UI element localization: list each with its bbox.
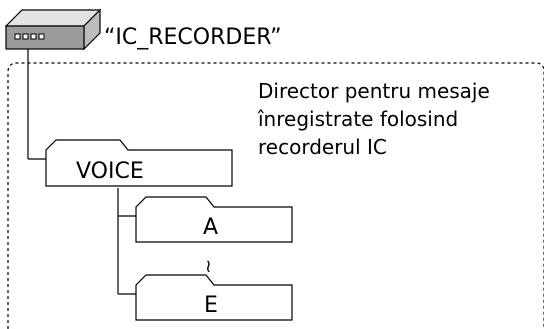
- ic-recorder-device-icon: [4, 8, 102, 51]
- device-port-icons: [14, 33, 45, 40]
- tree-connectors: [27, 49, 140, 295]
- folder-e-label: E: [204, 293, 218, 318]
- directory-note: Director pentru mesaje înregistrate folo…: [257, 79, 490, 159]
- folder-voice-label: VOICE: [76, 159, 144, 184]
- folder-a-label: A: [203, 215, 218, 240]
- device-label: “IC_RECORDER”: [104, 25, 282, 50]
- folder-range-indicator: ≀: [205, 256, 212, 277]
- note-line-2: înregistrate folosind: [257, 107, 458, 131]
- folder-e: E: [135, 274, 293, 321]
- folder-voice: VOICE: [45, 139, 233, 187]
- note-line-3: recorderul IC: [258, 135, 387, 159]
- note-line-1: Director pentru mesaje: [258, 79, 490, 103]
- folder-a: A: [135, 196, 293, 243]
